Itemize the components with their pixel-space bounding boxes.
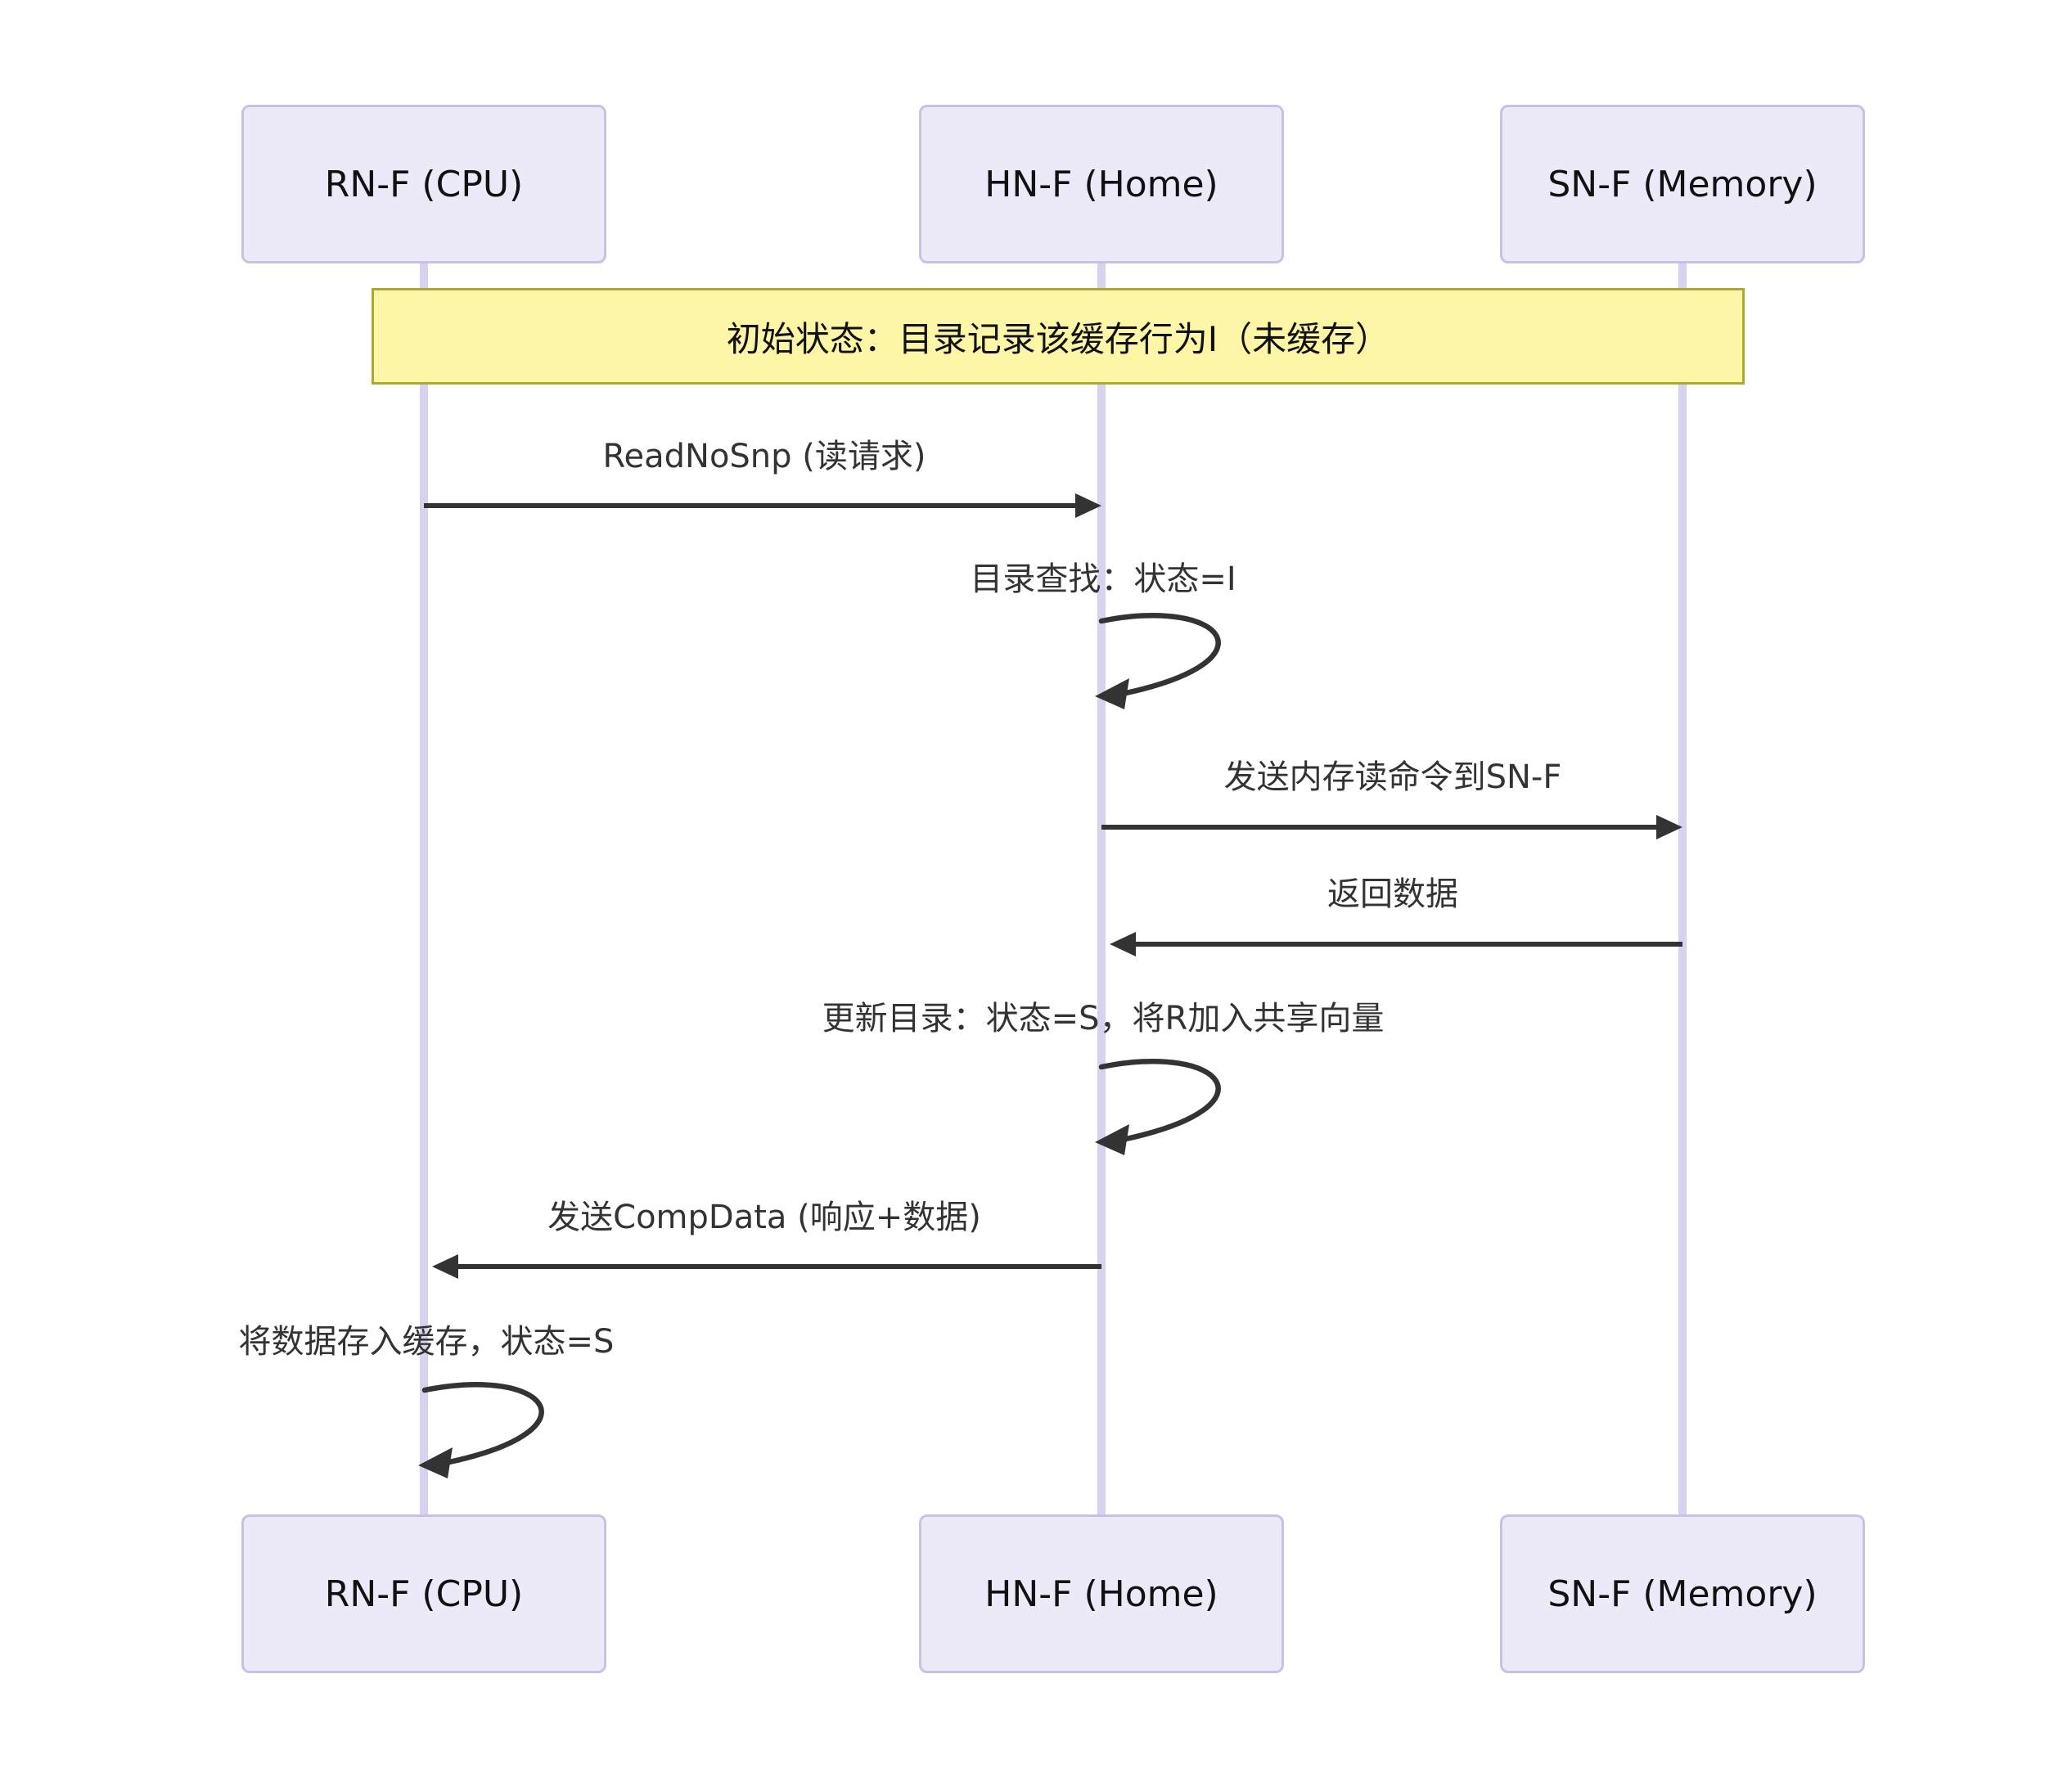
actor-top-snf: SN-F (Memory) xyxy=(1500,105,1865,263)
note-text: 初始状态：目录记录该缓存行为I（未缓存） xyxy=(726,318,1390,359)
actor-label: HN-F (Home) xyxy=(984,1573,1218,1615)
self-loop-arrow-hnf-1 xyxy=(1095,613,1221,709)
actor-label: HN-F (Home) xyxy=(984,163,1218,205)
arrowhead-left-icon xyxy=(1095,1124,1129,1155)
actor-top-hnf: HN-F (Home) xyxy=(919,105,1284,263)
message-label-mem-read: 发送内存读命令到SN-F xyxy=(1223,758,1562,796)
message-arrow-return-data xyxy=(1136,942,1682,947)
lifeline-rnf xyxy=(420,263,428,1514)
lifeline-hnf xyxy=(1097,263,1106,1514)
message-label-return-data: 返回数据 xyxy=(1327,875,1458,913)
arrowhead-left-icon xyxy=(1110,932,1136,956)
message-arrow-mem-read xyxy=(1101,825,1656,830)
actor-bottom-rnf: RN-F (CPU) xyxy=(241,1514,606,1673)
actor-bottom-snf: SN-F (Memory) xyxy=(1500,1514,1865,1673)
message-label-compdata: 发送CompData (响应+数据) xyxy=(547,1199,981,1236)
arrowhead-left-icon xyxy=(432,1254,458,1279)
arrowhead-right-icon xyxy=(1075,493,1101,518)
arrowhead-right-icon xyxy=(1656,815,1682,839)
arrowhead-left-icon xyxy=(418,1447,453,1478)
message-label-readnosnp: ReadNoSnp (读请求) xyxy=(602,438,926,475)
actor-label: SN-F (Memory) xyxy=(1547,163,1818,205)
actor-label: RN-F (CPU) xyxy=(324,163,524,205)
self-loop-arrow-rnf xyxy=(418,1382,544,1478)
message-label-store-cache: 将数据存入缓存，状态=S xyxy=(238,1323,615,1361)
actor-label: RN-F (CPU) xyxy=(324,1573,524,1615)
message-label-update-dir: 更新目录：状态=S，将R加入共享向量 xyxy=(822,1000,1385,1037)
initial-state-note: 初始状态：目录记录该缓存行为I（未缓存） xyxy=(372,288,1745,385)
actor-label: SN-F (Memory) xyxy=(1547,1573,1818,1615)
actor-top-rnf: RN-F (CPU) xyxy=(241,105,606,263)
message-arrow-compdata xyxy=(458,1264,1101,1269)
message-arrow-readnosnp xyxy=(424,503,1075,508)
actor-bottom-hnf: HN-F (Home) xyxy=(919,1514,1284,1673)
self-loop-arrow-hnf-2 xyxy=(1095,1059,1221,1155)
arrowhead-left-icon xyxy=(1095,678,1129,709)
message-label-dir-lookup: 目录查找：状态=I xyxy=(970,560,1236,598)
lifeline-snf xyxy=(1678,263,1687,1514)
